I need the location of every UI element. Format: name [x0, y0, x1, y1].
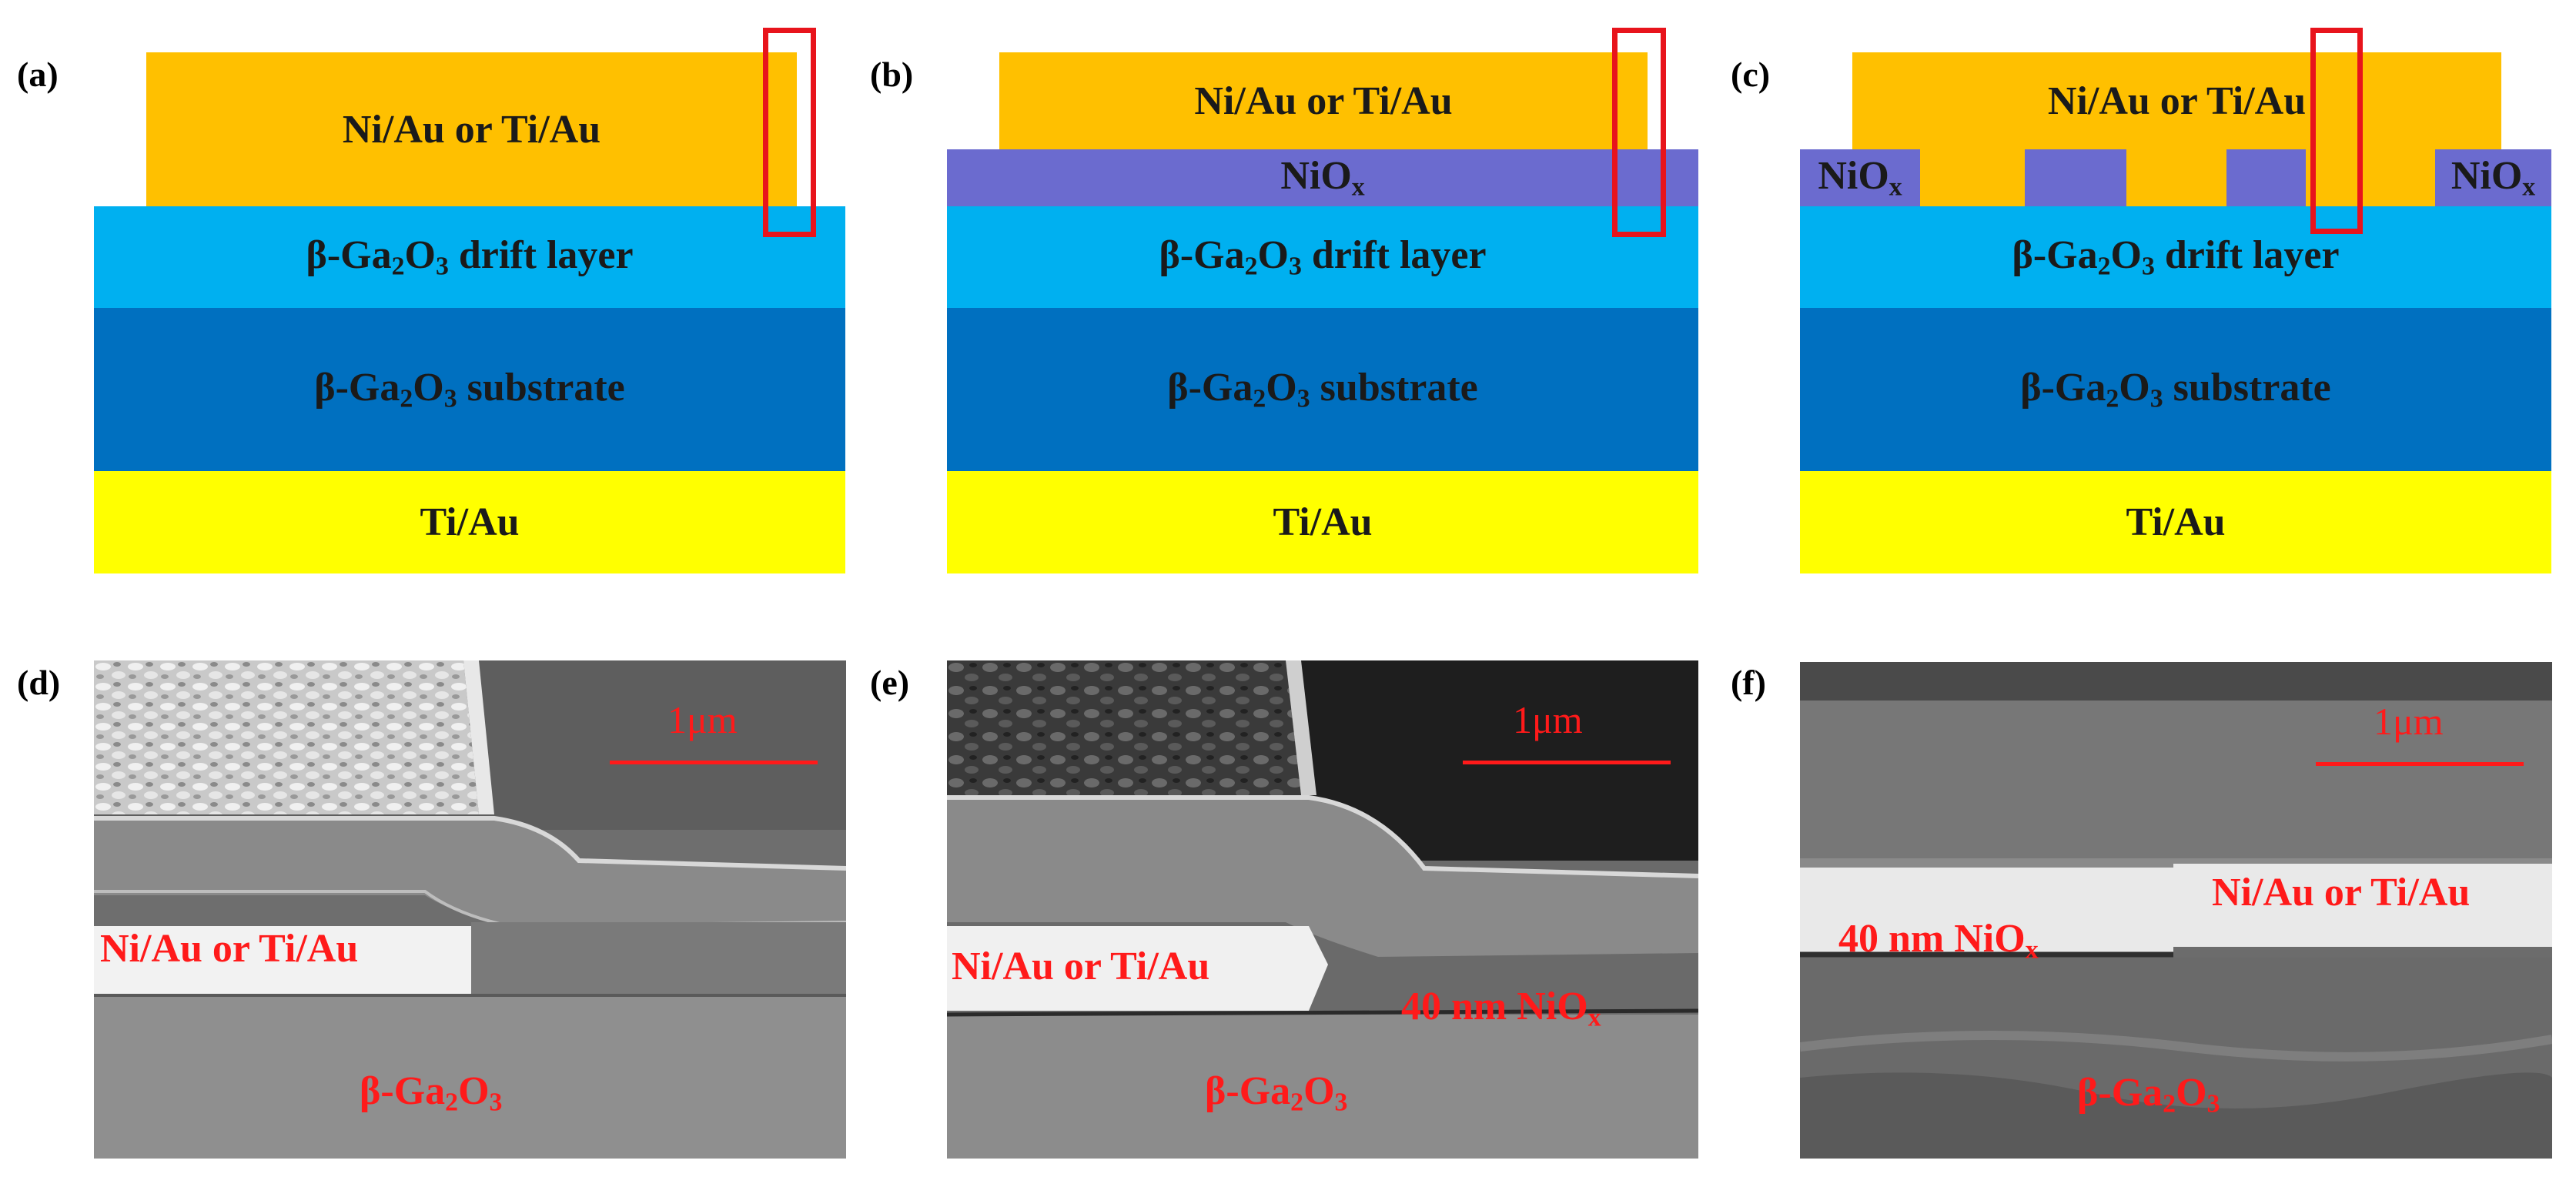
- sem-image-f: 1μm Ni/Au or Ti/Au 40 nm NiOx β-Ga2O3: [1800, 662, 2552, 1159]
- nio-ring-right: NiOx: [2435, 149, 2551, 206]
- scale-bar-label: 1μm: [667, 698, 738, 741]
- nio-ring: [2025, 149, 2126, 206]
- metal-contact-layer: Ni/Au or Ti/Au: [999, 52, 1648, 149]
- sem-image-e: 1μm Ni/Au or Ti/Au 40 nm NiOx β-Ga2O3: [947, 660, 1698, 1159]
- panel-label-c: (c): [1731, 55, 1771, 94]
- drift-layer: β-Ga2O3 drift layer: [94, 206, 845, 308]
- gallium-oxide-label: β-Ga2O3: [1205, 1069, 1348, 1117]
- metal-label: Ni/Au or Ti/Au: [2212, 871, 2471, 915]
- nio-thickness-label: 40 nm NiOx: [1401, 985, 1601, 1032]
- panel-label-e: (e): [870, 663, 910, 702]
- scale-bar: [2316, 762, 2524, 766]
- metal-contact-layer: Ni/Au or Ti/Au: [146, 52, 797, 206]
- backside-contact-layer: Ti/Au: [947, 471, 1698, 573]
- metal-contact-layer: Ni/Au or Ti/Au: [1852, 52, 2501, 149]
- gallium-oxide-label: β-Ga2O3: [360, 1069, 503, 1117]
- scale-bar: [1463, 761, 1671, 764]
- metal-fill: [2126, 149, 2226, 206]
- highlight-box: [2310, 28, 2363, 234]
- metal-label: Ni/Au or Ti/Au: [100, 927, 359, 971]
- sem-image-d: 1μm Ni/Au or Ti/Au β-Ga2O3: [94, 660, 846, 1159]
- nio-ring-left: NiOx: [1800, 149, 1920, 206]
- panel-label-b: (b): [870, 55, 914, 94]
- nio-layer: NiOx: [947, 149, 1698, 206]
- scale-bar-label: 1μm: [2374, 700, 2444, 743]
- panel-label-a: (a): [17, 55, 59, 94]
- backside-contact-layer: Ti/Au: [1800, 471, 2551, 573]
- metal-fill: [1920, 149, 2025, 206]
- highlight-box: [1612, 28, 1666, 237]
- scale-bar: [610, 761, 818, 764]
- drift-layer: β-Ga2O3 drift layer: [947, 206, 1698, 308]
- backside-contact-layer: Ti/Au: [94, 471, 845, 573]
- panel-label-d: (d): [17, 663, 61, 702]
- scale-bar-label: 1μm: [1513, 698, 1583, 741]
- substrate-layer: β-Ga2O3 substrate: [947, 308, 1698, 471]
- panel-label-f: (f): [1731, 663, 1766, 702]
- gallium-oxide-label: β-Ga2O3: [2077, 1071, 2220, 1118]
- highlight-box: [763, 28, 816, 237]
- nio-thickness-label: 40 nm NiOx: [1838, 917, 2039, 965]
- nio-ring: [2226, 149, 2306, 206]
- drift-layer: β-Ga2O3 drift layer: [1800, 206, 2551, 308]
- metal-fill: [2306, 149, 2435, 206]
- metal-label: Ni/Au or Ti/Au: [952, 945, 1210, 988]
- substrate-layer: β-Ga2O3 substrate: [1800, 308, 2551, 471]
- substrate-layer: β-Ga2O3 substrate: [94, 308, 845, 471]
